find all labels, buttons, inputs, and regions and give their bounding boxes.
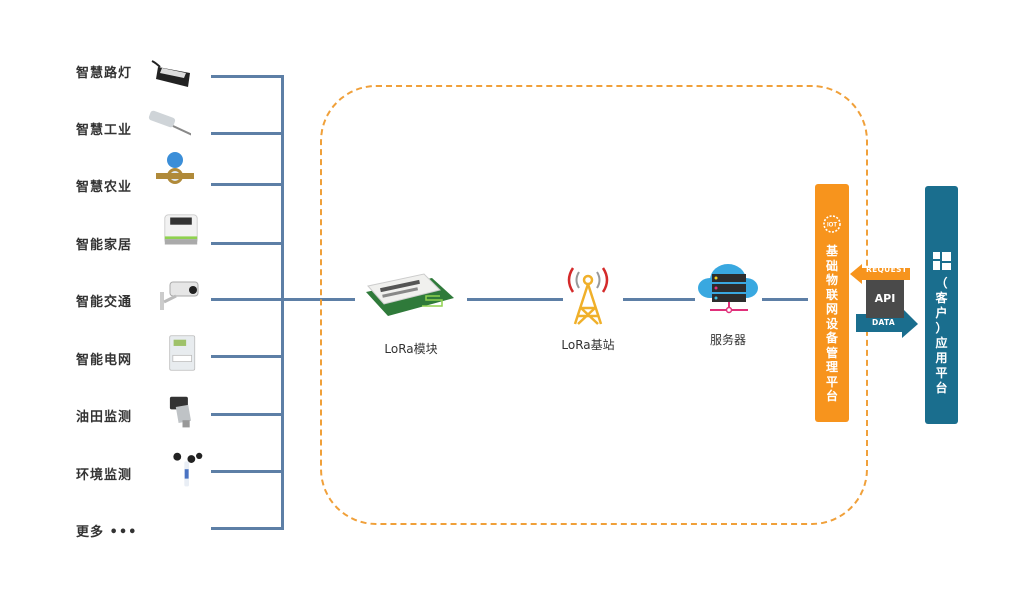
- street-light-controller-icon: [151, 60, 190, 87]
- server-to-platform-line: [762, 298, 808, 301]
- device-bus-line: [281, 75, 284, 530]
- electric-meter-icon: [169, 335, 196, 371]
- windows-grid-icon: [933, 252, 951, 270]
- industrial-sensor-icon: [148, 110, 191, 136]
- connector-industry: [211, 132, 283, 135]
- connector-environment: [211, 470, 283, 473]
- cloud-server-icon: [698, 264, 758, 314]
- device-label-more: 更多 •••: [76, 525, 138, 540]
- device-label-home: 智能家居: [76, 238, 133, 253]
- connector-oilfield: [211, 413, 283, 416]
- device-label-street-light: 智慧路灯: [76, 66, 133, 81]
- surveillance-camera-icon: [160, 281, 199, 310]
- iot-platform-label: 基础物联网设备管理平台: [825, 244, 838, 403]
- water-meter-icon: [156, 152, 194, 184]
- connector-grid: [211, 355, 283, 358]
- device-label-environment: 环境监测: [76, 468, 133, 483]
- api-box: API: [866, 280, 904, 318]
- connector-agriculture: [211, 183, 283, 186]
- data-arrow-label: DATA: [872, 318, 895, 327]
- lora-gateway-label: LoRa基站: [561, 338, 615, 352]
- request-arrow-label: REQUEST: [866, 265, 908, 274]
- pressure-transmitter-icon: [169, 396, 192, 428]
- device-label-oilfield: 油田监测: [76, 410, 133, 425]
- lora-gateway-icon: [567, 267, 609, 325]
- connector-home: [211, 242, 283, 245]
- app-platform-panel: （客户）应用平台: [925, 186, 958, 424]
- device-label-traffic: 智能交通: [76, 295, 133, 310]
- gateway-to-server-line: [623, 298, 695, 301]
- smart-home-hub-icon: [164, 214, 198, 245]
- connector-more: [211, 527, 283, 530]
- connector-traffic: [211, 298, 283, 301]
- connector-street-light: [211, 75, 283, 78]
- lora-module-icon: [366, 273, 454, 316]
- device-label-agriculture: 智慧农业: [76, 180, 133, 195]
- iot-platform-panel: IOT 基础物联网设备管理平台: [815, 184, 849, 422]
- device-label-grid: 智能电网: [76, 353, 133, 368]
- bus-to-module-line: [283, 298, 355, 301]
- device-label-industry: 智慧工业: [76, 123, 133, 138]
- server-label: 服务器: [709, 333, 746, 347]
- module-to-gateway-line: [467, 298, 563, 301]
- lora-module-label: LoRa模块: [384, 342, 438, 356]
- app-platform-label: （客户）应用平台: [935, 276, 948, 395]
- iot-logo-icon: IOT: [823, 215, 841, 233]
- anemometer-icon: [173, 452, 203, 487]
- svg-text:IOT: IOT: [827, 223, 837, 229]
